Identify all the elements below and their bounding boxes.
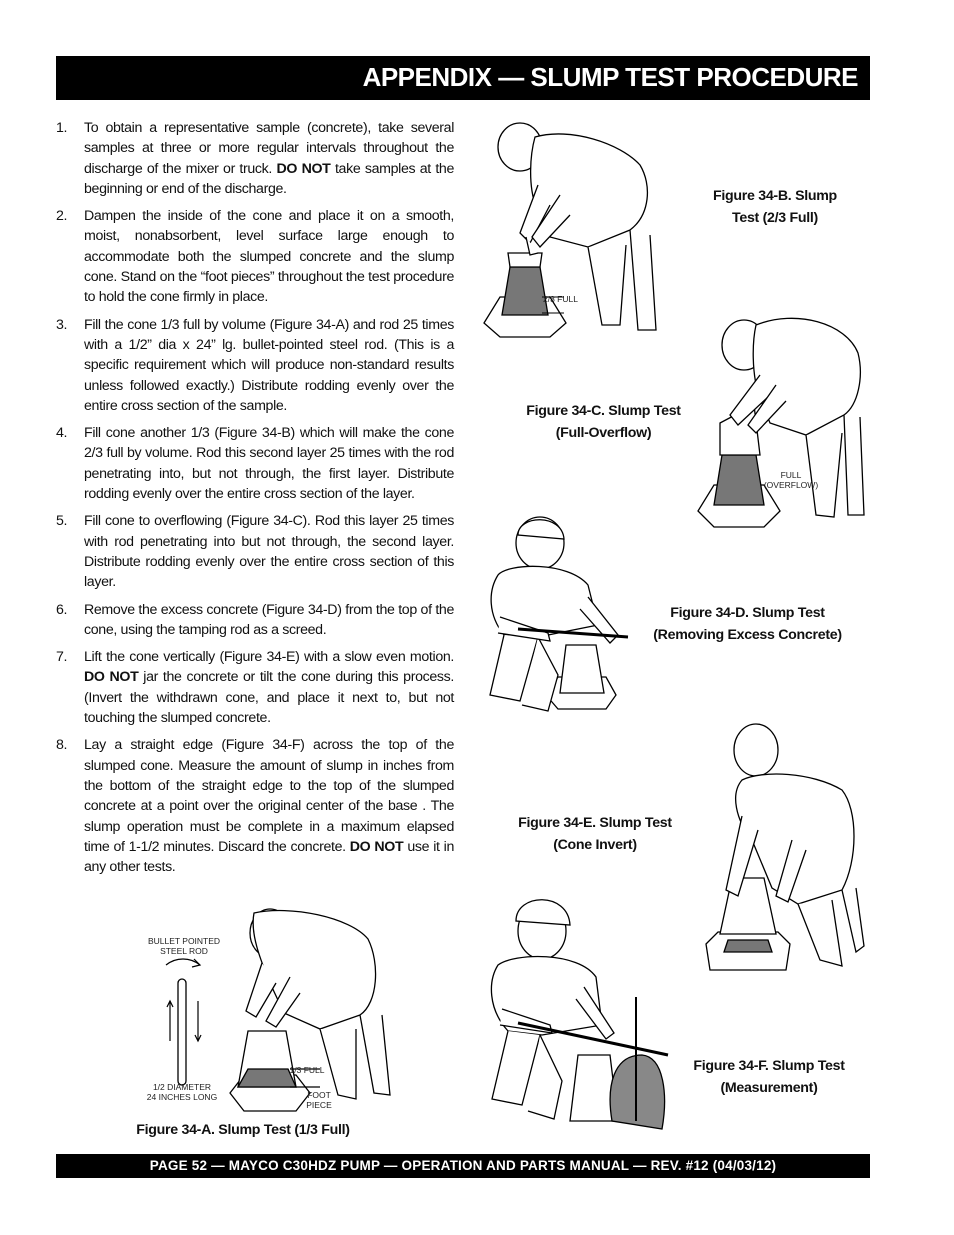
step-number: 2. [56,208,68,225]
step-number: 8. [56,737,68,754]
step-warning: DO NOT [349,838,404,855]
figure-34a-illustration [150,903,400,1118]
figure-34a-rod-label: BULLET POINTED STEEL ROD [147,936,221,956]
procedure-step: 7. Lift the cone vertically (Figure 34-E)… [56,647,454,728]
procedure-step: 3. Fill the cone 1/3 full by volume (Figu… [56,315,454,416]
figure-34d-illustration [478,505,638,715]
step-text-cont: jar the concrete or tilt the cone during… [84,669,454,727]
figure-34b-illustration [480,125,660,340]
figure-34a-caption: Figure 34-A. Slump Test (1/3 Full) [136,1122,350,1138]
figure-34c-illustration [696,305,864,530]
procedure-step: 8. Lay a straight edge (Figure 34-F) acro… [56,735,454,877]
step-text: Lift the cone vertically (Figure 34-E) w… [84,649,454,666]
figure-34b-caption: Figure 34-B. Slump Test (2/3 Full) [713,188,837,226]
procedure-step: 4. Fill cone another 1/3 (Figure 34-B) w… [56,423,454,504]
step-number: 4. [56,425,68,442]
figure-34f-illustration [478,885,672,1145]
figure-34e-caption: Figure 34-E. Slump Test (Cone Invert) [518,815,672,853]
footer-bar: PAGE 52 — MAYCO C30HDZ PUMP — OPERATION … [56,1154,870,1178]
figure-34a-diameter-label: 1/2 DIAMETER 24 INCHES LONG [146,1082,218,1102]
procedure-step: 1. To obtain a representative sample (con… [56,118,454,199]
step-text: Dampen the inside of the cone and place … [84,208,454,306]
step-text: Fill cone another 1/3 (Figure 34-B) whic… [84,425,454,503]
page-title: APPENDIX — SLUMP TEST PROCEDURE [362,62,859,92]
figure-34d-caption: Figure 34-D. Slump Test (Removing Excess… [653,605,842,643]
figure-34c-caption: Figure 34-C. Slump Test (Full-Overflow) [526,403,681,441]
step-number: 3. [56,316,68,333]
procedure-step: 6. Remove the excess concrete (Figure 34-… [56,600,454,641]
figure-34e-illustration [702,720,862,975]
step-text-cont: use it in any other tests. [84,838,455,876]
figure-34b-fill-label: 2/3 FULL [543,294,578,304]
footer-text: PAGE 52 — MAYCO C30HDZ PUMP — OPERATION … [149,1158,777,1173]
step-number: 1. [56,120,68,136]
step-number: 7. [56,649,68,666]
figure-34a-foot-label: FOOT PIECE [306,1090,332,1110]
header-bar: APPENDIX — SLUMP TEST PROCEDURE [56,56,870,100]
step-text-cont: take samples at the beginning or end of … [84,160,454,197]
step-text: To obtain a representative sample (concr… [84,120,454,177]
step-warning: DO NOT [276,160,331,177]
step-text: Lay a straight edge (Figure 34-F) across… [84,737,454,855]
figure-34a-fill-label: 1/3 FULL [289,1065,325,1075]
figure-34c-fill-label: FULL (OVERFLOW) [763,470,819,490]
step-number: 5. [56,513,68,530]
procedure-steps: 1. To obtain a representative sample (con… [56,118,454,884]
figure-34f-caption: Figure 34-F. Slump Test (Measurement) [693,1058,845,1096]
procedure-step: 5. Fill cone to overflowing (Figure 34-C… [56,511,454,592]
step-text: Remove the excess concrete (Figure 34-D)… [84,601,454,638]
step-number: 6. [56,601,68,618]
step-text: Fill the cone 1/3 full by volume (Figure… [84,316,454,414]
step-warning: DO NOT [84,669,139,686]
step-text: Fill cone to overflowing (Figure 34-C). … [84,513,454,591]
procedure-step: 2. Dampen the inside of the cone and plac… [56,206,454,307]
